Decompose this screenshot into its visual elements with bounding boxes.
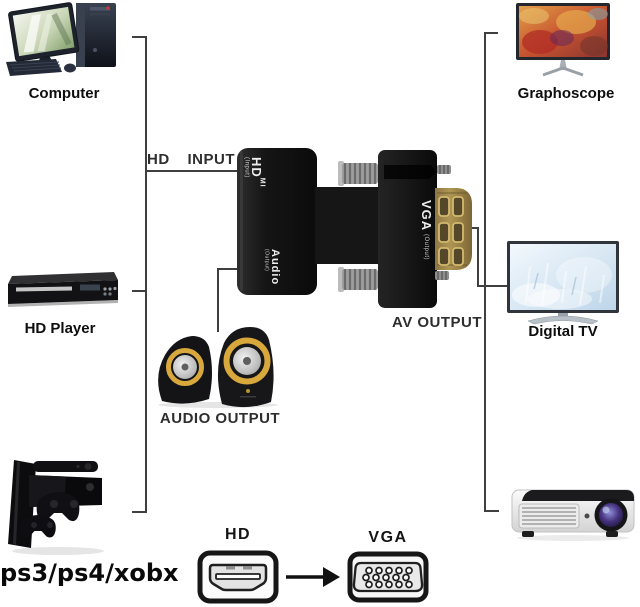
- line-hd-input: [145, 170, 238, 172]
- right-arrow-icon: [286, 567, 340, 587]
- line-projector-tick: [484, 510, 499, 512]
- adapter-image: [237, 148, 472, 308]
- adapter-vga-label: VGA(Output): [418, 200, 434, 261]
- line-audio-h: [217, 268, 241, 270]
- game-consoles-image: [8, 460, 104, 555]
- computer-image: [6, 2, 116, 76]
- legend-hd-label: HD: [224, 526, 252, 543]
- vga-port-icon: [347, 551, 429, 603]
- game-consoles-label: ps3/ps4/xobx: [0, 559, 179, 587]
- line-audio-v: [217, 268, 219, 332]
- hd-player-image: [8, 272, 118, 307]
- line-left-bus: [145, 36, 147, 513]
- line-consoles-tick: [132, 511, 147, 513]
- hdmi-port-icon: [197, 550, 279, 604]
- line-hdplayer-tick: [132, 290, 147, 292]
- digital-tv-image: [507, 241, 619, 325]
- line-vga-out-h2: [477, 285, 519, 287]
- line-computer-tick: [132, 36, 147, 38]
- hd-player-label: HD Player: [24, 320, 96, 337]
- adapter-audio-label: Audio (Output): [263, 249, 281, 286]
- computer-label: Computer: [28, 85, 100, 102]
- adapter-top-screw: [338, 161, 378, 186]
- legend-vga-label: VGA: [368, 529, 408, 546]
- projector-image: [511, 489, 635, 541]
- graphoscope-image: [516, 3, 610, 77]
- digital-tv-label: Digital TV: [528, 323, 598, 340]
- adapter-hdmi-block: [237, 148, 317, 295]
- speakers-image: [158, 327, 278, 408]
- line-vga-out-v: [477, 227, 479, 287]
- adapter-vga-block: [378, 150, 437, 308]
- adapter-bottom-screw: [338, 267, 378, 292]
- adapter-hdmi-label: HDMI (Input): [243, 157, 266, 188]
- adapter-neck: [315, 187, 381, 264]
- graphoscope-label: Graphoscope: [517, 85, 615, 102]
- av-output-label: AV OUTPUT: [392, 314, 483, 331]
- line-graphoscope-tick: [484, 32, 498, 34]
- line-right-bus: [484, 32, 486, 512]
- vga-connector: [435, 188, 472, 270]
- audio-output-label: AUDIO OUTPUT: [159, 410, 281, 427]
